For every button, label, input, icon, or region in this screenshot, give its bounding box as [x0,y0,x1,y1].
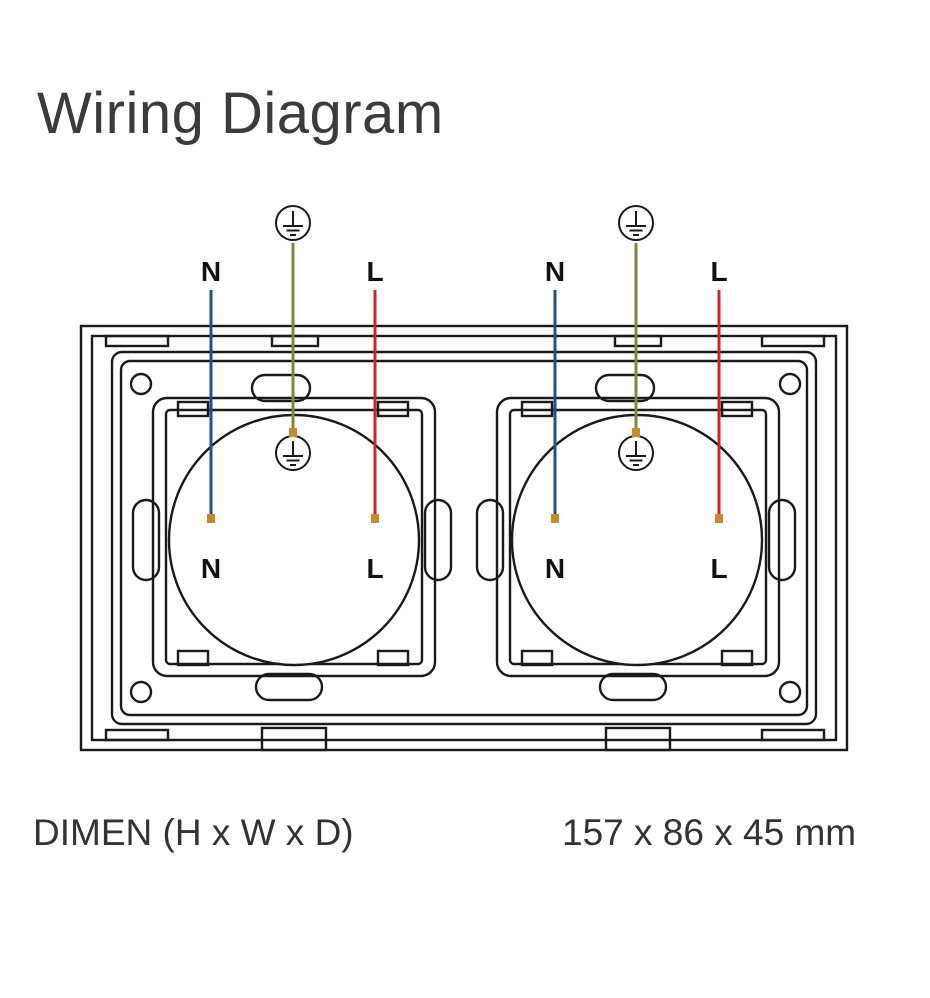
terminal-label-neutral: N [201,553,221,584]
terminal-live [715,514,723,523]
terminal-neutral [207,514,215,523]
wire-label-neutral: N [545,256,565,287]
dimensions-value: 157 x 86 x 45 mm [562,812,857,853]
earth-ground-icon [275,205,311,241]
terminal-label-live: L [366,553,383,584]
wire-label-live: L [710,256,727,287]
earth-ground-icon [618,205,654,241]
dimensions-label: DIMEN (H x W x D) [33,812,354,853]
terminal-live [371,514,379,523]
earth-ground-icon [618,435,654,471]
earth-ground-icon [275,435,311,471]
wire-label-live: L [366,256,383,287]
page-title: Wiring Diagram [37,81,444,146]
terminal-label-neutral: N [545,553,565,584]
socket-module-1 [131,373,453,702]
terminal-earth [289,428,297,437]
socket-2-wiring: N L N L [545,205,728,584]
socket-1-wiring: N L N L [201,205,384,584]
terminal-label-live: L [710,553,727,584]
frame [79,324,849,752]
terminal-neutral [551,514,559,523]
terminal-earth [632,428,640,437]
wire-label-neutral: N [201,256,221,287]
